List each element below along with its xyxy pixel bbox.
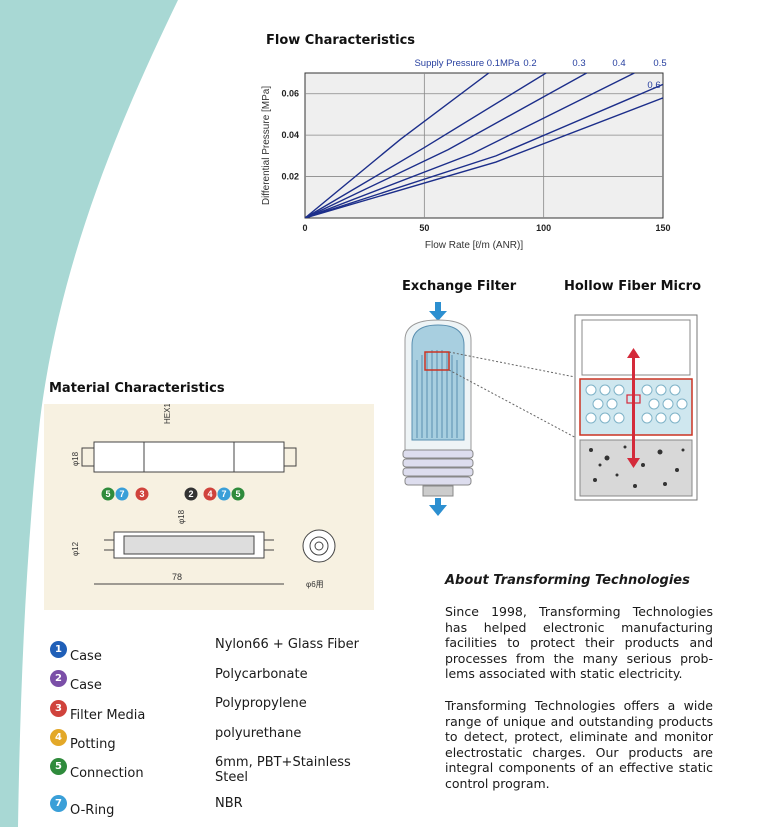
number-badge: 4	[50, 729, 67, 746]
y-tick-label: 0.02	[281, 172, 299, 182]
material-label: Potting	[70, 737, 116, 752]
material-value: 6mm, PBT+Stainless Steel	[215, 755, 351, 785]
number-badge: 3	[50, 700, 67, 717]
series-label-2: 0.2	[523, 58, 536, 69]
callout-3: 3	[139, 489, 144, 499]
number-badge: 5	[50, 758, 67, 775]
callout-7b: 7	[221, 489, 226, 499]
about-body: Since 1998, Transforming Technologies ha…	[445, 604, 713, 808]
x-tick-label: 50	[419, 223, 429, 233]
filter-diagram	[402, 302, 698, 516]
material-value: Polycarbonate	[215, 667, 308, 682]
x-tick-label: 150	[655, 223, 670, 233]
number-badge: 1	[50, 641, 67, 658]
series-line-4	[305, 73, 635, 218]
series-label-1: Supply Pressure 0.1MPa	[414, 58, 520, 69]
d12-label: φ12	[71, 541, 80, 556]
length-label: 78	[172, 572, 182, 582]
series-line-3	[305, 73, 587, 218]
series-label-6: 0.6	[647, 80, 660, 91]
decorative-swoosh	[0, 0, 178, 827]
x-axis-label: Flow Rate [ℓ/m (ANR)]	[425, 240, 523, 251]
hollow-fiber-heading: Hollow Fiber Micro	[564, 279, 702, 294]
material-label: Connection	[70, 766, 144, 781]
series-label-3: 0.3	[572, 58, 585, 69]
hollow-fiber-panel	[574, 314, 698, 501]
material-label: Case	[70, 678, 102, 693]
series-line-2	[305, 73, 547, 218]
d18-label: φ18	[71, 451, 80, 466]
callout-2: 2	[188, 489, 193, 499]
about-heading: About Transforming Technologies	[445, 573, 690, 588]
material-value: polyurethane	[215, 726, 302, 741]
material-label: Filter Media	[70, 708, 146, 723]
x-tick-label: 0	[302, 223, 307, 233]
exchange-filter-heading: Exchange Filter	[402, 279, 517, 294]
plot-area	[304, 72, 664, 219]
callout-5b: 5	[235, 489, 240, 499]
flow-heading: Flow Characteristics	[266, 33, 416, 48]
inlet-arrow-icon	[429, 302, 447, 321]
d18-inner-label: φ18	[177, 509, 186, 524]
about-paragraph-1: Since 1998, Transforming Technologies ha…	[445, 604, 713, 682]
material-value: NBR	[215, 796, 243, 811]
x-tick-label: 100	[536, 223, 551, 233]
d6-label: φ6用	[306, 580, 324, 589]
number-badge: 2	[50, 670, 67, 687]
series-line-1	[305, 73, 490, 218]
y-tick-label: 0.04	[281, 130, 299, 140]
number-badge: 7	[50, 795, 67, 812]
series-line-5	[305, 83, 663, 218]
outlet-arrow-icon	[429, 498, 447, 516]
series-line-6	[305, 97, 663, 218]
material-heading: Material Characteristics	[49, 381, 225, 396]
y-tick-label: 0.06	[281, 89, 299, 99]
technical-drawing: HEX17 φ18 φ18 φ12 78 φ6用 5 7 3 2 4 7 5	[44, 398, 374, 610]
series-label-4: 0.4	[612, 58, 625, 69]
callout-5: 5	[105, 489, 110, 499]
hex-label: HEX17	[163, 404, 172, 424]
material-label: Case	[70, 649, 102, 664]
material-label: O-Ring	[70, 803, 115, 818]
series-label-5: 0.5	[653, 58, 666, 69]
callout-7: 7	[119, 489, 124, 499]
filter-cartridge	[402, 319, 474, 497]
material-value: Polypropylene	[215, 696, 307, 711]
about-paragraph-2: Transforming Technologies offers a wide …	[445, 697, 713, 791]
material-value: Nylon66 + Glass Fiber	[215, 637, 359, 652]
y-axis-label: Differential Pressure [MPa]	[261, 86, 272, 206]
callout-4: 4	[207, 489, 212, 499]
